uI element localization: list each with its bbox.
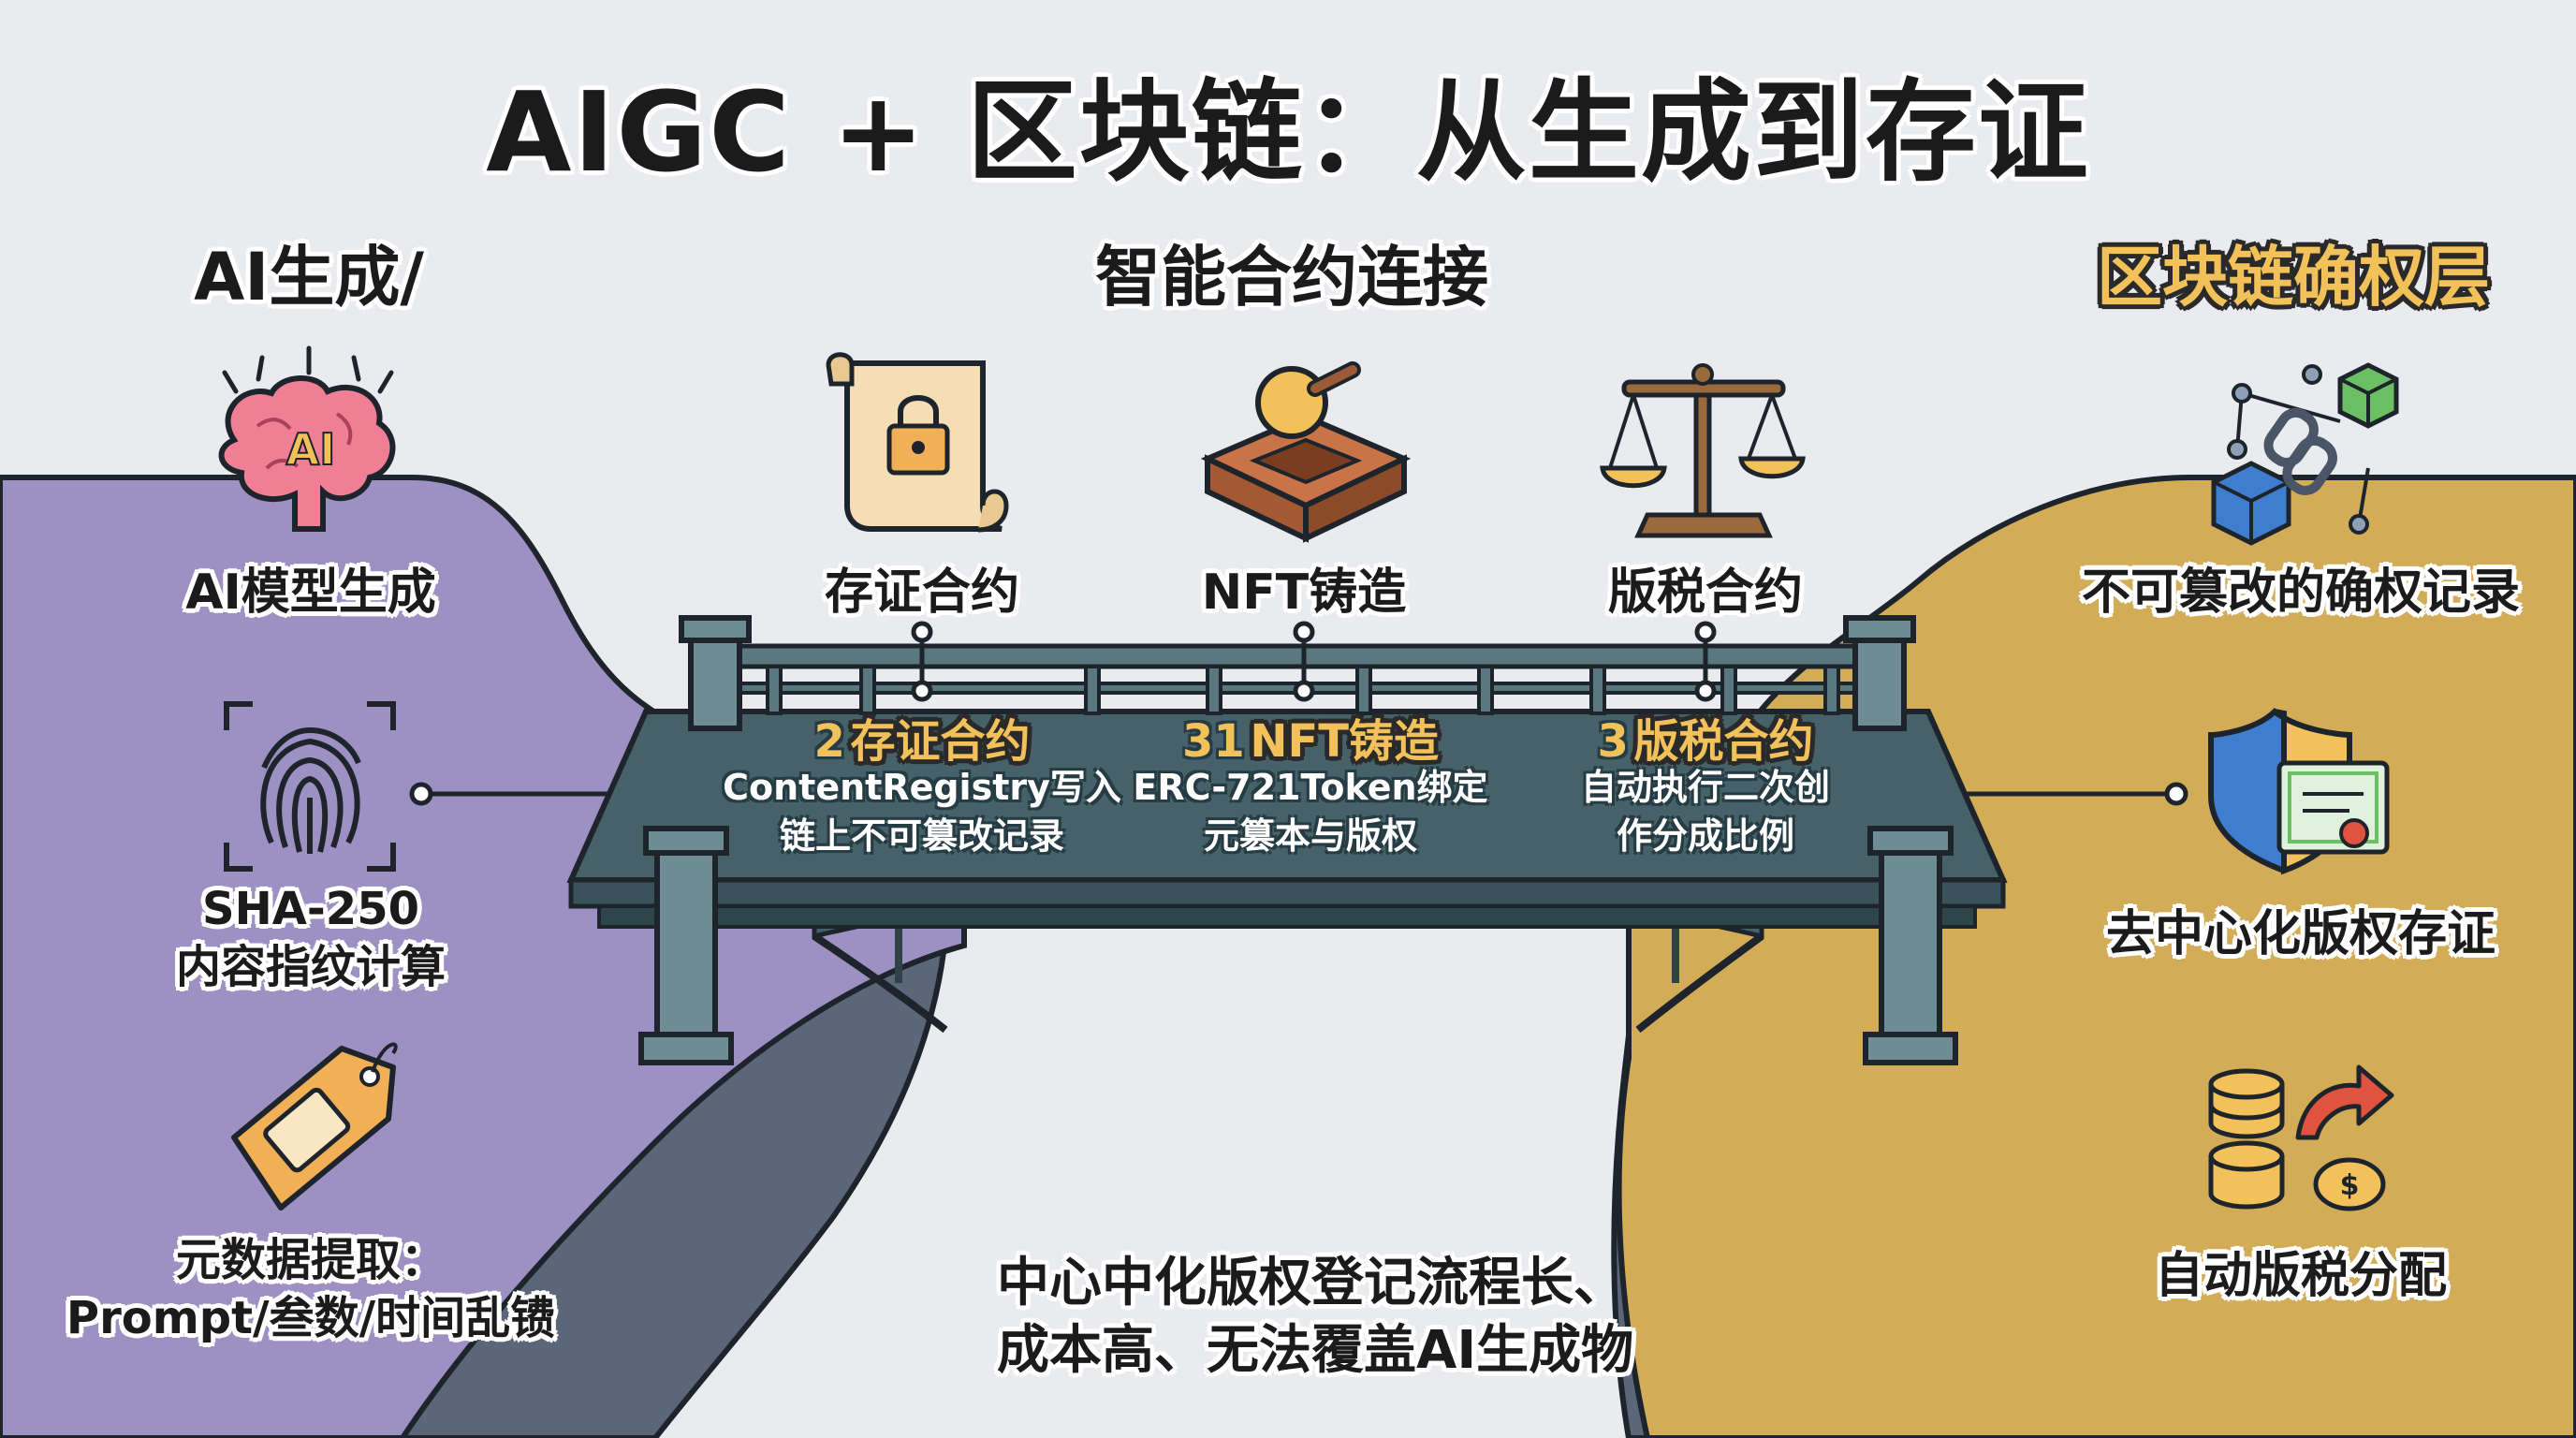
left-item-label-hash: SHA-250 内容指纹计算 (176, 880, 446, 996)
left-item-label-ai-model: AI模型生成 (185, 565, 436, 621)
gap-problem-note: 中心中化版权登记流程长、 成本高、无法覆盖AI生成物 (997, 1250, 1633, 1385)
page-title: AIGC + 区块链：从生成到存证 (486, 67, 2090, 197)
right-item-label-royalty: 自动版税分配 (2154, 1248, 2448, 1304)
bridge-step-line2: 链上不可篡改记录 (779, 815, 1065, 857)
bridge-step-description: ContentRegistry写入 链上不可篡改记录 (723, 763, 1121, 860)
bridge-step-line1: ERC-721Token绑定 (1133, 767, 1488, 808)
stamp-icon (1200, 361, 1412, 543)
brain-icon-text: AI (286, 424, 336, 475)
middle-item-label-registry: 存证合约 (824, 565, 1020, 621)
bridge-towers (638, 615, 1958, 1065)
bridge-step-number: 2 (813, 715, 845, 768)
shield-certificate-icon (2208, 707, 2390, 875)
bridge-step-title: NFT铸造 (1250, 715, 1440, 768)
scroll-lock-icon (826, 352, 1009, 533)
right-item-label-decentralized: 去中心化版权存证 (2105, 906, 2496, 962)
bridge-step-line2: 作分成比例 (1616, 815, 1795, 857)
bridge-step-line2: 元篡本与版权 (1203, 815, 1418, 857)
bridge-step-heading: 3 版税合约 (1598, 704, 1814, 770)
hash-label-line2: 内容指纹计算 (175, 941, 446, 993)
bridge-deck (566, 709, 2008, 929)
left-item-label-metadata: 元数据提取： Prompt/叁数/时间乱镄 (66, 1231, 555, 1347)
bridge-step-number: 3 (1597, 715, 1629, 768)
bridge-step-line1: 自动执行二次创 (1580, 767, 1831, 808)
column-heading-left: AI生成/ (194, 239, 424, 315)
middle-leaders (911, 621, 1717, 702)
middle-item-label-nft: NFT铸造 (1201, 565, 1407, 621)
middle-item-label-royalty: 版税合约 (1607, 565, 1804, 621)
metadata-label-line1: 元数据提取： (175, 1234, 446, 1286)
column-heading-right: 区块链确权层 (2097, 239, 2490, 315)
blockchain-cubes-icon (2211, 362, 2399, 546)
brain-icon: AI (218, 345, 396, 532)
bridge-step-heading: 31 NFT铸造 (1182, 704, 1439, 770)
right-item-label-immutable: 不可篡改的确权记录 (2081, 565, 2521, 621)
bridge-step-number: 31 (1181, 715, 1245, 768)
bridge-step-title: 版税合约 (1633, 715, 1814, 768)
gap-note-line1: 中心中化版权登记流程长、 (997, 1253, 1626, 1313)
gap-note-line2: 成本高、无法覆盖AI生成物 (997, 1320, 1634, 1381)
bridge-step-line1: ContentRegistry写入 (723, 767, 1121, 808)
bridge-step-heading: 2 存证合约 (814, 704, 1031, 770)
column-heading-middle: 智能合约连接 (1095, 239, 1488, 315)
coins-arrow-icon: $ (2208, 1064, 2394, 1211)
bridge-step-title: 存证合约 (850, 715, 1031, 768)
bridge-step-description: 自动执行二次创 作分成比例 (1581, 763, 1830, 860)
fingerprint-icon (224, 701, 396, 872)
bridge-step-description: ERC-721Token绑定 元篡本与版权 (1133, 763, 1487, 860)
price-tag-icon (231, 1042, 398, 1211)
scales-icon (1600, 363, 1806, 538)
hash-label-line1: SHA-250 (201, 883, 420, 935)
svg-text:$: $ (2340, 1169, 2360, 1202)
metadata-label-line2: Prompt/叁数/时间乱镄 (66, 1292, 556, 1344)
